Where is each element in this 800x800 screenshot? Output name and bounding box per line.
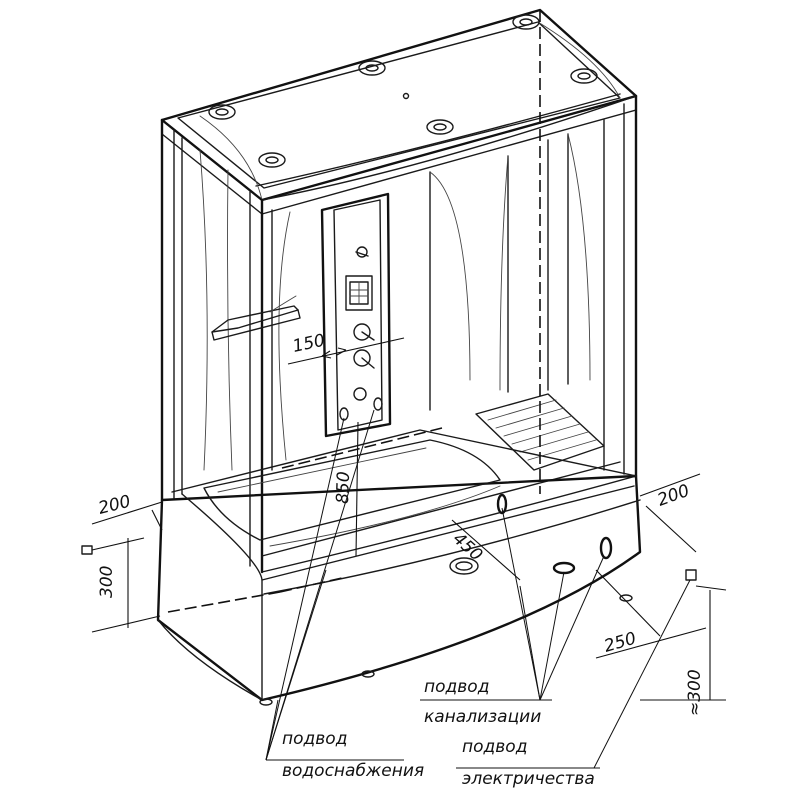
sewer-label-1: подвод	[424, 677, 489, 697]
water-supply-label-1: подвод	[282, 729, 347, 749]
dim-150-text: 150	[291, 331, 327, 357]
roof-lamps	[208, 14, 598, 168]
right-socket-icon	[685, 569, 697, 581]
dim-left-200-text: 200	[96, 492, 132, 519]
cabin-roof	[160, 8, 638, 215]
dimension-left-200: 200	[91, 492, 163, 531]
cabin-frame	[160, 94, 638, 574]
sewer-label-2: канализации	[424, 707, 541, 727]
dimension-right-300: ≈300	[640, 569, 727, 716]
dim-left-300-text: 300	[97, 566, 117, 598]
water-supply-label-2: водоснабжения	[282, 761, 424, 781]
control-panel	[320, 192, 392, 438]
power-label-2: электричества	[462, 769, 595, 789]
label-power: подвод электричества	[462, 737, 595, 789]
dimension-right-200: 200	[639, 473, 701, 553]
dimension-left-300: 300	[81, 537, 161, 633]
dimension-250: 250	[595, 569, 707, 659]
tub-base	[156, 429, 642, 706]
leader-lines	[265, 409, 691, 769]
dim-right-300-text: ≈300	[685, 669, 705, 716]
dim-right-200-text: 200	[655, 481, 692, 511]
dim-850-text: 850	[333, 471, 354, 504]
dimension-150: 150	[287, 331, 405, 365]
power-label-1: подвод	[462, 737, 527, 757]
service-axes	[167, 10, 541, 613]
label-sewer: подвод канализации	[424, 677, 541, 727]
left-socket-icon	[81, 545, 93, 555]
dimension-850: 850	[333, 421, 359, 557]
label-water-supply: подвод водоснабжения	[282, 729, 424, 781]
dimension-450: 450	[449, 519, 521, 581]
dim-250-text: 250	[602, 629, 639, 657]
corner-shelf	[211, 295, 301, 341]
